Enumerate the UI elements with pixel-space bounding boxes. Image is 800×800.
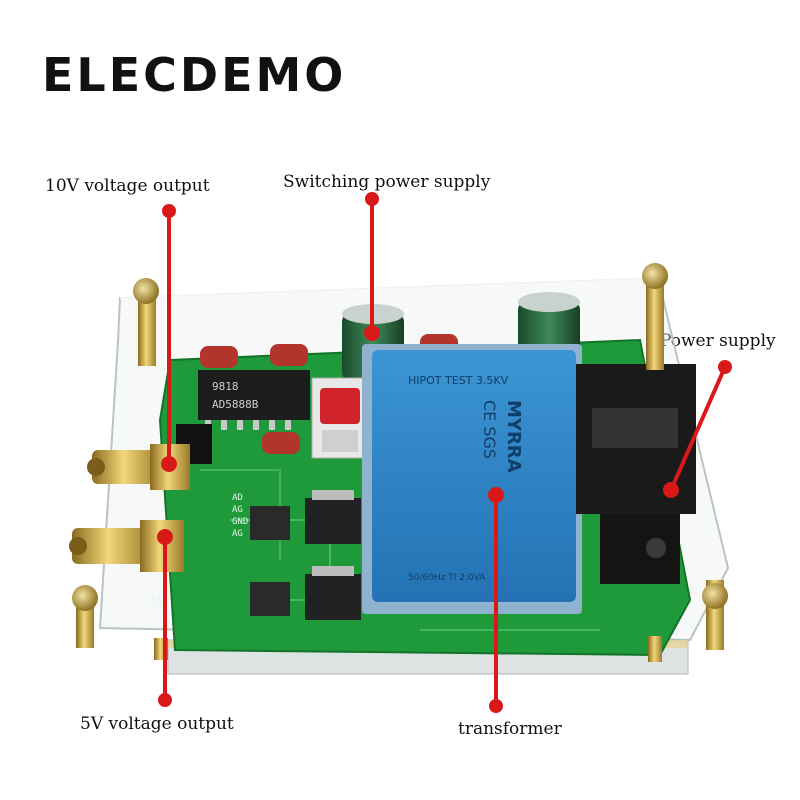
svg-text:AG: AG bbox=[232, 505, 243, 515]
svg-text:MYRRA: MYRRA bbox=[503, 400, 524, 473]
label-5v-voltage-output: 5V voltage output bbox=[80, 714, 234, 734]
label-switching-power-supply: Switching power supply bbox=[283, 172, 491, 192]
dac-chip: 9818 AD5888B bbox=[198, 370, 310, 430]
label-10v-voltage-output: 10V voltage output bbox=[45, 176, 210, 196]
push-button bbox=[311, 377, 369, 459]
svg-text:9818: 9818 bbox=[212, 380, 239, 393]
svg-text:5V: 5V bbox=[150, 595, 166, 610]
svg-text:50/60Hz TI 2.0VA: 50/60Hz TI 2.0VA bbox=[408, 573, 486, 583]
svg-text:AD: AD bbox=[232, 493, 243, 503]
svg-text:HIPOT TEST 3.5KV: HIPOT TEST 3.5KV bbox=[408, 374, 509, 387]
brass-standoffs bbox=[72, 263, 728, 662]
voltage-regulators bbox=[250, 490, 361, 620]
brand-logo-text: ELECDEMO bbox=[42, 48, 347, 102]
svg-text:GND: GND bbox=[232, 517, 248, 527]
transformer-body: HIPOT TEST 3.5KV MYRRA CE SGS 50/60Hz TI… bbox=[362, 344, 582, 614]
power-connector bbox=[576, 364, 696, 584]
label-power-supply: Power supply bbox=[660, 331, 776, 351]
callout-leaders bbox=[157, 192, 732, 713]
pcb-pin-labels: AD AG GND AG 5V bbox=[150, 493, 248, 610]
label-transformer: transformer bbox=[458, 719, 562, 739]
sma-connector-5v bbox=[69, 520, 184, 572]
svg-text:CE SGS: CE SGS bbox=[480, 400, 499, 459]
svg-text:AD5888B: AD5888B bbox=[212, 398, 259, 411]
svg-text:AG: AG bbox=[232, 529, 243, 539]
